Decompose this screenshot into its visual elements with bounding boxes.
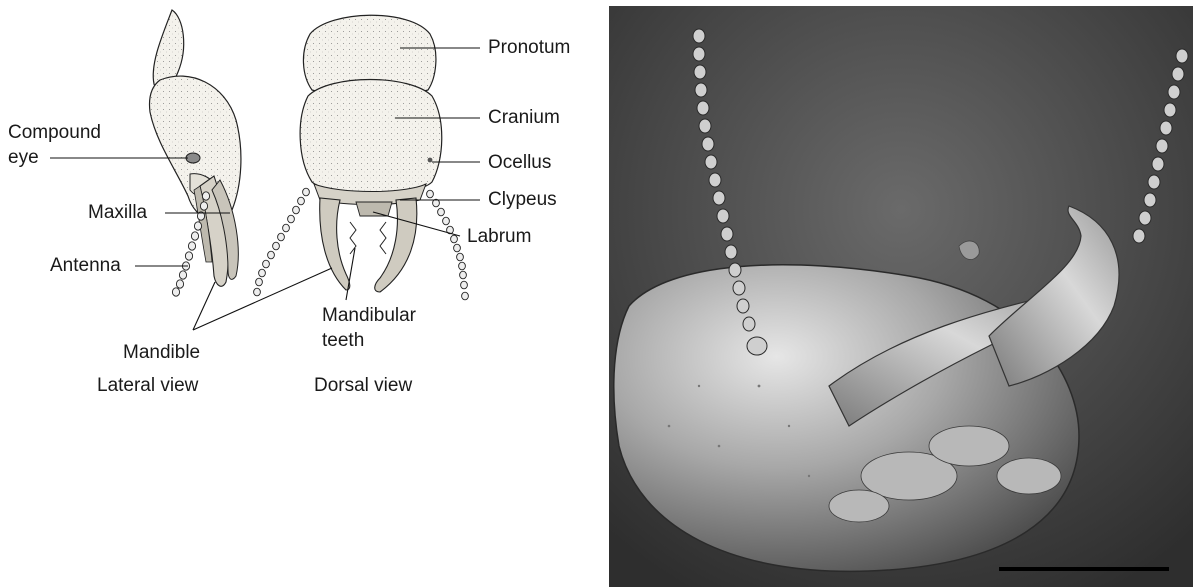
label-mandibular-teeth-line2: teeth [322, 330, 364, 352]
label-clypeus: Clypeus [488, 189, 557, 211]
label-compound-eye-line2: eye [8, 147, 39, 169]
leader-mandible-lateral [193, 282, 215, 330]
caption-lateral-view: Lateral view [97, 375, 198, 397]
label-maxilla: Maxilla [88, 202, 147, 224]
illustration-panel [0, 0, 600, 587]
leader-mandibular-teeth [346, 248, 355, 300]
sem-micrograph-image [609, 6, 1193, 587]
label-cranium: Cranium [488, 107, 560, 129]
label-pronotum: Pronotum [488, 37, 570, 59]
caption-dorsal-view: Dorsal view [314, 375, 412, 397]
sem-micrograph [609, 6, 1193, 587]
label-mandibular-teeth-line1: Mandibular [322, 305, 416, 327]
dorsal-view-drawing [254, 15, 469, 300]
lateral-view-drawing [149, 10, 240, 296]
label-mandible: Mandible [123, 342, 200, 364]
label-labrum: Labrum [467, 226, 531, 248]
label-ocellus: Ocellus [488, 152, 551, 174]
scale-bar [999, 567, 1169, 571]
label-compound-eye-line1: Compound [8, 122, 101, 144]
label-antenna: Antenna [50, 255, 121, 277]
